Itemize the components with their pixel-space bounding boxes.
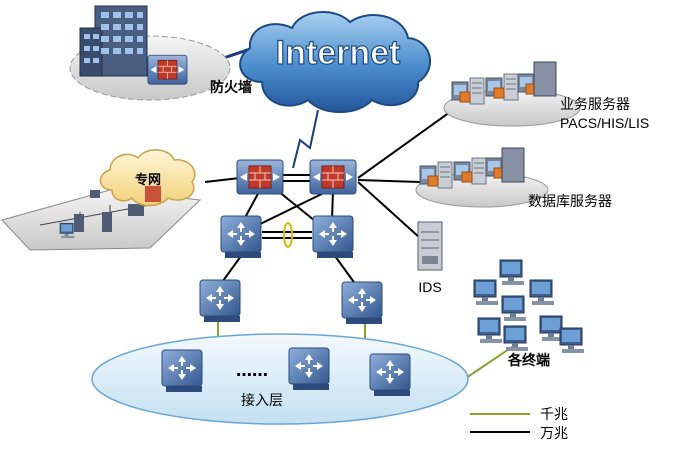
core-switch-right-icon xyxy=(312,215,354,259)
core-firewall-right-icon xyxy=(309,159,357,195)
terminal-pc-icon xyxy=(473,279,499,306)
ids-label: IDS xyxy=(418,279,441,295)
app-server-label: 业务服务器 xyxy=(560,97,630,113)
legend-gigabit-label: 千兆 xyxy=(540,407,568,423)
firewall-label: 防火墙 xyxy=(210,79,252,96)
access-layer: …… 接入层 xyxy=(91,333,469,425)
hq-firewall-icon xyxy=(147,54,188,85)
db-server-label: 数据库服务器 xyxy=(528,194,612,210)
private-network-platform: 专网 xyxy=(1,149,202,251)
access-ellipsis: …… xyxy=(236,361,268,380)
app-server-group: 业务服务器 PACS/HIS/LIS xyxy=(443,61,649,131)
terminal-pc-icon xyxy=(503,325,529,352)
terminal-pc-icon xyxy=(499,259,525,286)
legend: 千兆 万兆 xyxy=(470,407,568,442)
db-server-group: 数据库服务器 xyxy=(415,147,612,210)
ids-device: IDS xyxy=(417,221,443,295)
terminal-pc-icon xyxy=(559,327,585,354)
internet-label: Internet xyxy=(276,34,401,72)
db-rack-icon xyxy=(501,147,525,183)
access-layer-label: 接入层 xyxy=(241,392,283,409)
private-pc-icon xyxy=(59,222,75,239)
private-net-label: 专网 xyxy=(135,172,161,188)
terminal-pc-icon xyxy=(501,295,527,322)
app-server-icon xyxy=(451,77,485,105)
app-server-sublabel: PACS/HIS/LIS xyxy=(560,115,649,131)
app-server-icon xyxy=(485,73,519,101)
app-rack-icon xyxy=(533,61,557,97)
distribution-switch-right-icon xyxy=(341,281,383,325)
terminals-label: 各终端 xyxy=(507,352,550,369)
link-aggregation-marker xyxy=(283,222,293,248)
internet-cloud: Internet xyxy=(239,10,431,113)
db-server-icon xyxy=(453,157,487,185)
private-cloud: 专网 xyxy=(99,149,196,207)
hq-building-platform: 防火墙 xyxy=(69,5,252,101)
core-switch-left-icon xyxy=(220,215,262,259)
distribution-switch-left-icon xyxy=(199,279,241,323)
terminal-pc-icon xyxy=(477,317,503,344)
private-server-icon xyxy=(74,190,144,232)
access-switch-icon xyxy=(369,353,411,397)
db-server-icon xyxy=(419,161,453,189)
terminal-pc-icon xyxy=(529,279,555,306)
access-switch-icon xyxy=(288,347,330,391)
legend-tengig-label: 万兆 xyxy=(540,426,568,442)
building-icon xyxy=(79,5,148,77)
access-switch-icon xyxy=(161,349,203,393)
core-firewall-left-icon xyxy=(236,159,284,195)
terminals-cluster: 各终端 xyxy=(473,259,585,369)
